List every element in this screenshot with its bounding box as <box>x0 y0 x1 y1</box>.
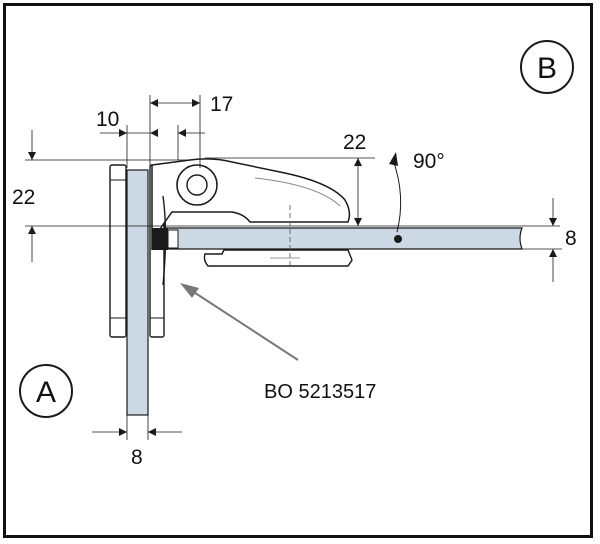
pivot-inner <box>186 174 208 196</box>
dim-10-head-b <box>150 129 158 137</box>
dim-bottom-8-head-a <box>119 428 127 436</box>
glass-panel-a <box>126 169 149 416</box>
view-a-label: A <box>36 376 56 409</box>
part-number: BO 5213517 <box>264 381 376 403</box>
left-outer-plate <box>109 164 127 338</box>
view-a-circle <box>19 364 73 418</box>
part-pointer-head <box>180 283 199 298</box>
dim-bottom-8-head-b <box>148 428 156 436</box>
dim-10-head-a <box>119 129 127 137</box>
dim-top-22: 22 <box>343 131 366 154</box>
view-b-label: B <box>537 52 557 85</box>
glass-b-clip <box>152 228 168 250</box>
dim-top-22-head-a <box>354 158 362 166</box>
dim-top-22-head-b <box>354 218 362 226</box>
part-pointer-line <box>185 286 299 361</box>
dim-left-22-head-bot <box>28 226 36 234</box>
dim-right-8: 8 <box>565 227 577 250</box>
center-dot <box>394 235 402 243</box>
dim-17-inner-head <box>178 129 186 137</box>
dim-right-8-head-bot <box>549 249 557 257</box>
dim-17-head-a <box>150 99 158 107</box>
glass-panel-b <box>164 227 523 250</box>
dim-left-22: 22 <box>12 186 35 209</box>
dim-bottom-8: 8 <box>131 446 143 469</box>
dim-10: 10 <box>96 108 119 131</box>
dim-left-22-head-top <box>28 152 36 160</box>
dim-17: 17 <box>210 93 233 116</box>
dim-right-8-head-top <box>549 218 557 226</box>
drawing-frame <box>3 3 593 538</box>
hinge-body-shade <box>254 177 341 207</box>
dim-17-head-b <box>192 99 200 107</box>
view-b-circle <box>520 40 574 94</box>
angle-arc <box>392 159 402 233</box>
angle-label: 90° <box>413 150 445 173</box>
glass-b-clip-inner <box>167 229 179 249</box>
angle-arrow <box>389 152 398 166</box>
